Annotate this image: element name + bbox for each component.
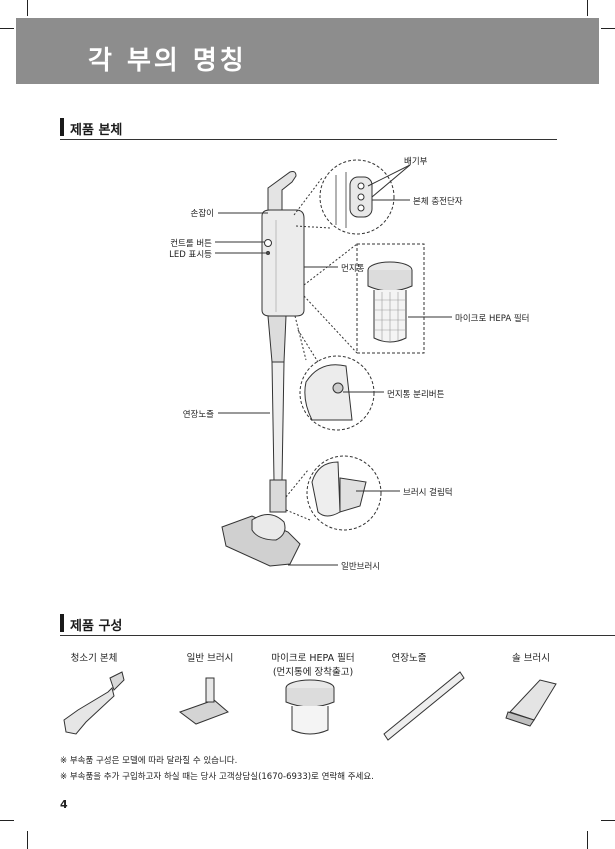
crop-mark (0, 28, 14, 29)
thumb-crevice-brush (509, 679, 557, 721)
section-marker (60, 118, 64, 136)
label-extension: 연장노즐 (182, 410, 214, 420)
crop-mark (587, 0, 588, 16)
section-title: 제품 구성 (70, 619, 123, 634)
label-dust-bin: 먼지통 (341, 264, 365, 274)
title-banner (16, 18, 599, 84)
section-marker (60, 614, 64, 632)
crop-mark (587, 831, 588, 849)
note: ※ 부속품 구성은 모델에 따라 달라질 수 있습니다. (60, 756, 238, 766)
crop-mark (27, 0, 28, 16)
label-floor-brush: 일반브러시 (341, 562, 381, 572)
section-rule (60, 139, 557, 140)
section-title: 제품 본체 (70, 123, 123, 138)
thumb-floor-brush (178, 699, 229, 725)
extension-tube (271, 361, 285, 481)
control-button-shape (264, 239, 272, 247)
thumb-extension (383, 671, 465, 741)
led-shape (266, 251, 270, 255)
component-caption: 일반 브러시 (186, 653, 234, 664)
crop-mark (0, 820, 14, 821)
brush-joint (269, 479, 287, 513)
section-rule (60, 635, 615, 636)
crop-mark (27, 831, 28, 849)
label-dust-release: 먼지통 분리버튼 (387, 390, 445, 400)
section-header-body: 제품 본체 (60, 118, 615, 140)
note: ※ 부속품을 추가 구입하고자 하실 때는 당사 고객상담실(1670-6933… (60, 772, 374, 782)
label-handle: 손잡이 (190, 209, 214, 219)
label-brush-latch: 브러시 걸림턱 (403, 488, 453, 498)
component-caption: 연장노즐 (391, 653, 427, 664)
component-caption: 청소기 본체 (70, 653, 118, 664)
section-header-components: 제품 구성 (60, 614, 615, 636)
label-led: LED 표시등 (169, 250, 212, 260)
crop-mark (601, 28, 615, 29)
label-control-button: 컨트롤 버튼 (170, 239, 212, 249)
handle-shape (267, 171, 297, 219)
page-title: 각 부의 명칭 (88, 46, 247, 76)
tube-joint (267, 315, 287, 363)
label-charge-terminal: 본체 충전단자 (413, 197, 463, 207)
page-number: 4 (60, 798, 68, 811)
thumb-body (63, 687, 115, 735)
component-caption: 마이크로 HEPA 필터 (먼지통에 장착출고) (271, 653, 355, 678)
crop-mark (601, 820, 615, 821)
label-hepa-filter: 마이크로 HEPA 필터 (455, 314, 530, 324)
component-caption: 솔 브러시 (512, 653, 550, 664)
body-shape (261, 209, 305, 317)
label-exhaust: 배기부 (404, 157, 428, 167)
